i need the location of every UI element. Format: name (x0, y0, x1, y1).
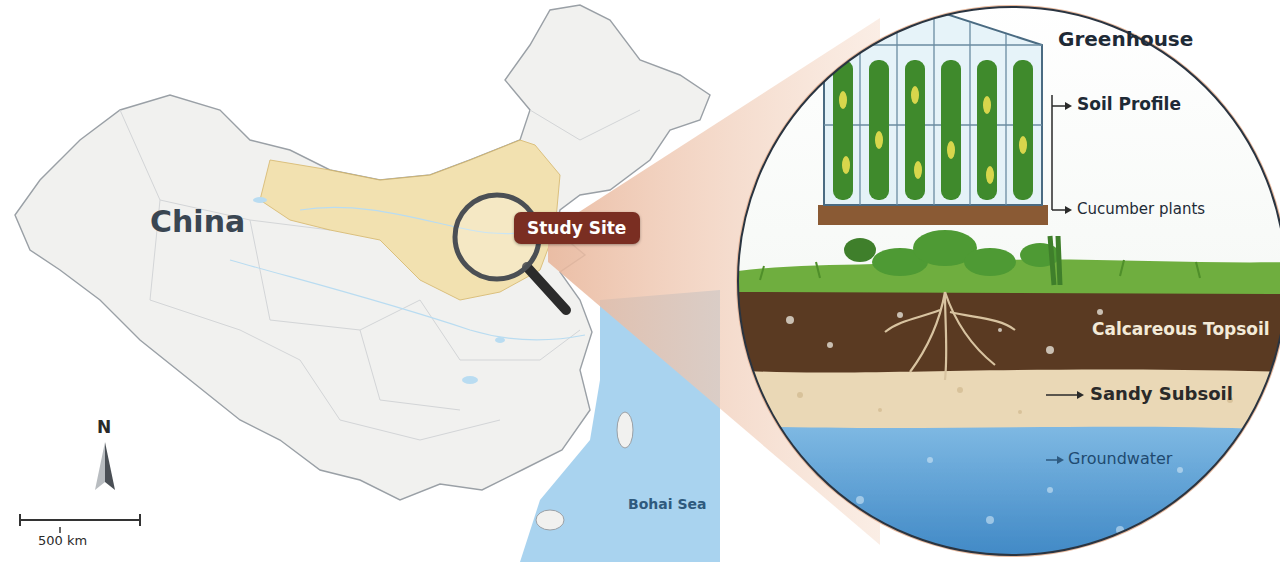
scale-bar (20, 514, 140, 533)
sea-name: Bohai Sea (628, 496, 706, 512)
groundwater-label: Groundwater (1068, 450, 1172, 468)
north-arrow (95, 442, 115, 490)
island (536, 510, 564, 530)
zoom-circle-border (738, 7, 1280, 555)
topsoil-label: Calcareous Topsoil (1092, 320, 1270, 340)
node-text: Study Site (527, 218, 627, 238)
greenhouse-label: Greenhouse (1058, 28, 1193, 51)
magnifier-handle (527, 267, 566, 310)
province-lines (120, 110, 640, 440)
subsoil-label: Sandy Subsoil (1090, 384, 1233, 405)
plant-label: Cucumber plants (1077, 201, 1205, 218)
soil-profile-label: Soil Profile (1077, 95, 1181, 115)
country-name: China (150, 205, 245, 240)
arrow-heads (1057, 102, 1084, 464)
study-site-tag: Study Site (514, 212, 640, 244)
soil-profile-illustration (730, 0, 1280, 562)
island (617, 412, 633, 448)
north-label: N (97, 418, 111, 438)
label-pointers (1046, 95, 1080, 460)
scale-label: 500 km (38, 534, 87, 549)
